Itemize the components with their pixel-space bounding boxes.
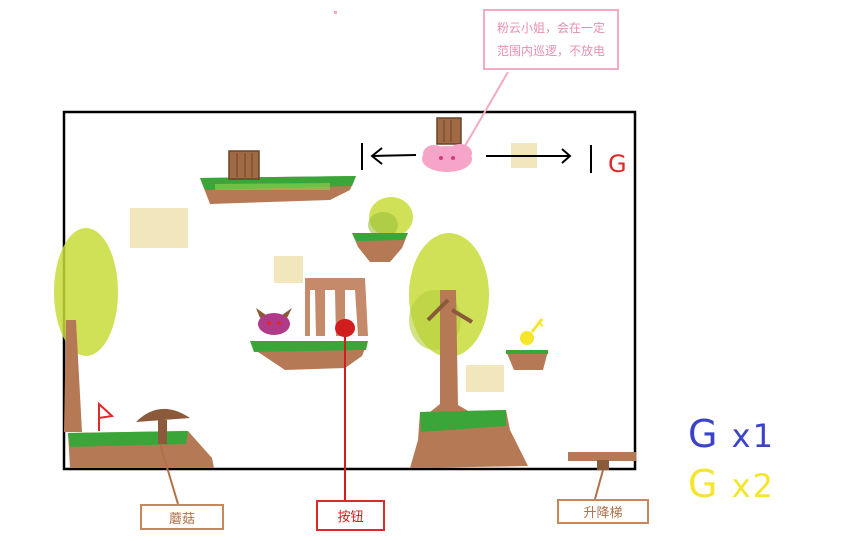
ground-left [68,431,214,468]
pink-cloud-lady [422,144,472,172]
yellow-gem-counter: G x2 [688,462,775,506]
yellow-gem-count: x2 [731,467,775,505]
red-gem-g: G [608,150,627,178]
left-tree [54,228,118,432]
purple-horned-enemy [256,308,292,335]
mushroom-pointer [159,443,179,505]
patrol-path [361,143,592,173]
mushroom [136,408,190,444]
blue-gem-counter: G x1 [688,412,775,456]
key-platform [506,350,548,370]
beige-block [130,208,188,248]
mushroom-label: 蘑菇 [140,504,224,530]
floating-bush-platform [352,197,413,262]
yellow-key [520,318,544,345]
elevator [568,452,636,470]
beige-block [274,256,303,283]
beige-block [466,365,504,392]
note-line-2: 范围内巡逻，不放电 [496,43,605,58]
stray-pink-dot [334,11,337,14]
crate [436,117,462,145]
blue-gem-icon: G [688,412,720,456]
note-pointer [464,71,509,147]
elevator-pointer [594,469,604,500]
elevator-label: 升降梯 [557,499,649,524]
gate-cage [305,278,368,336]
yellow-gem-icon: G [688,462,720,506]
floating-platform-middle [250,341,368,370]
red-button [335,319,355,337]
floating-platform-top-left [200,176,356,204]
big-tree [409,233,489,412]
crate [228,150,260,180]
red-flag [98,401,115,431]
note-line-1: 粉云小姐，会在一定 [496,20,605,35]
blue-gem-count: x1 [731,417,775,455]
ground-island-right [410,410,528,468]
button-label: 按钮 [316,500,385,531]
cloud-lady-note: 粉云小姐，会在一定 范围内巡逻，不放电 [483,9,619,70]
